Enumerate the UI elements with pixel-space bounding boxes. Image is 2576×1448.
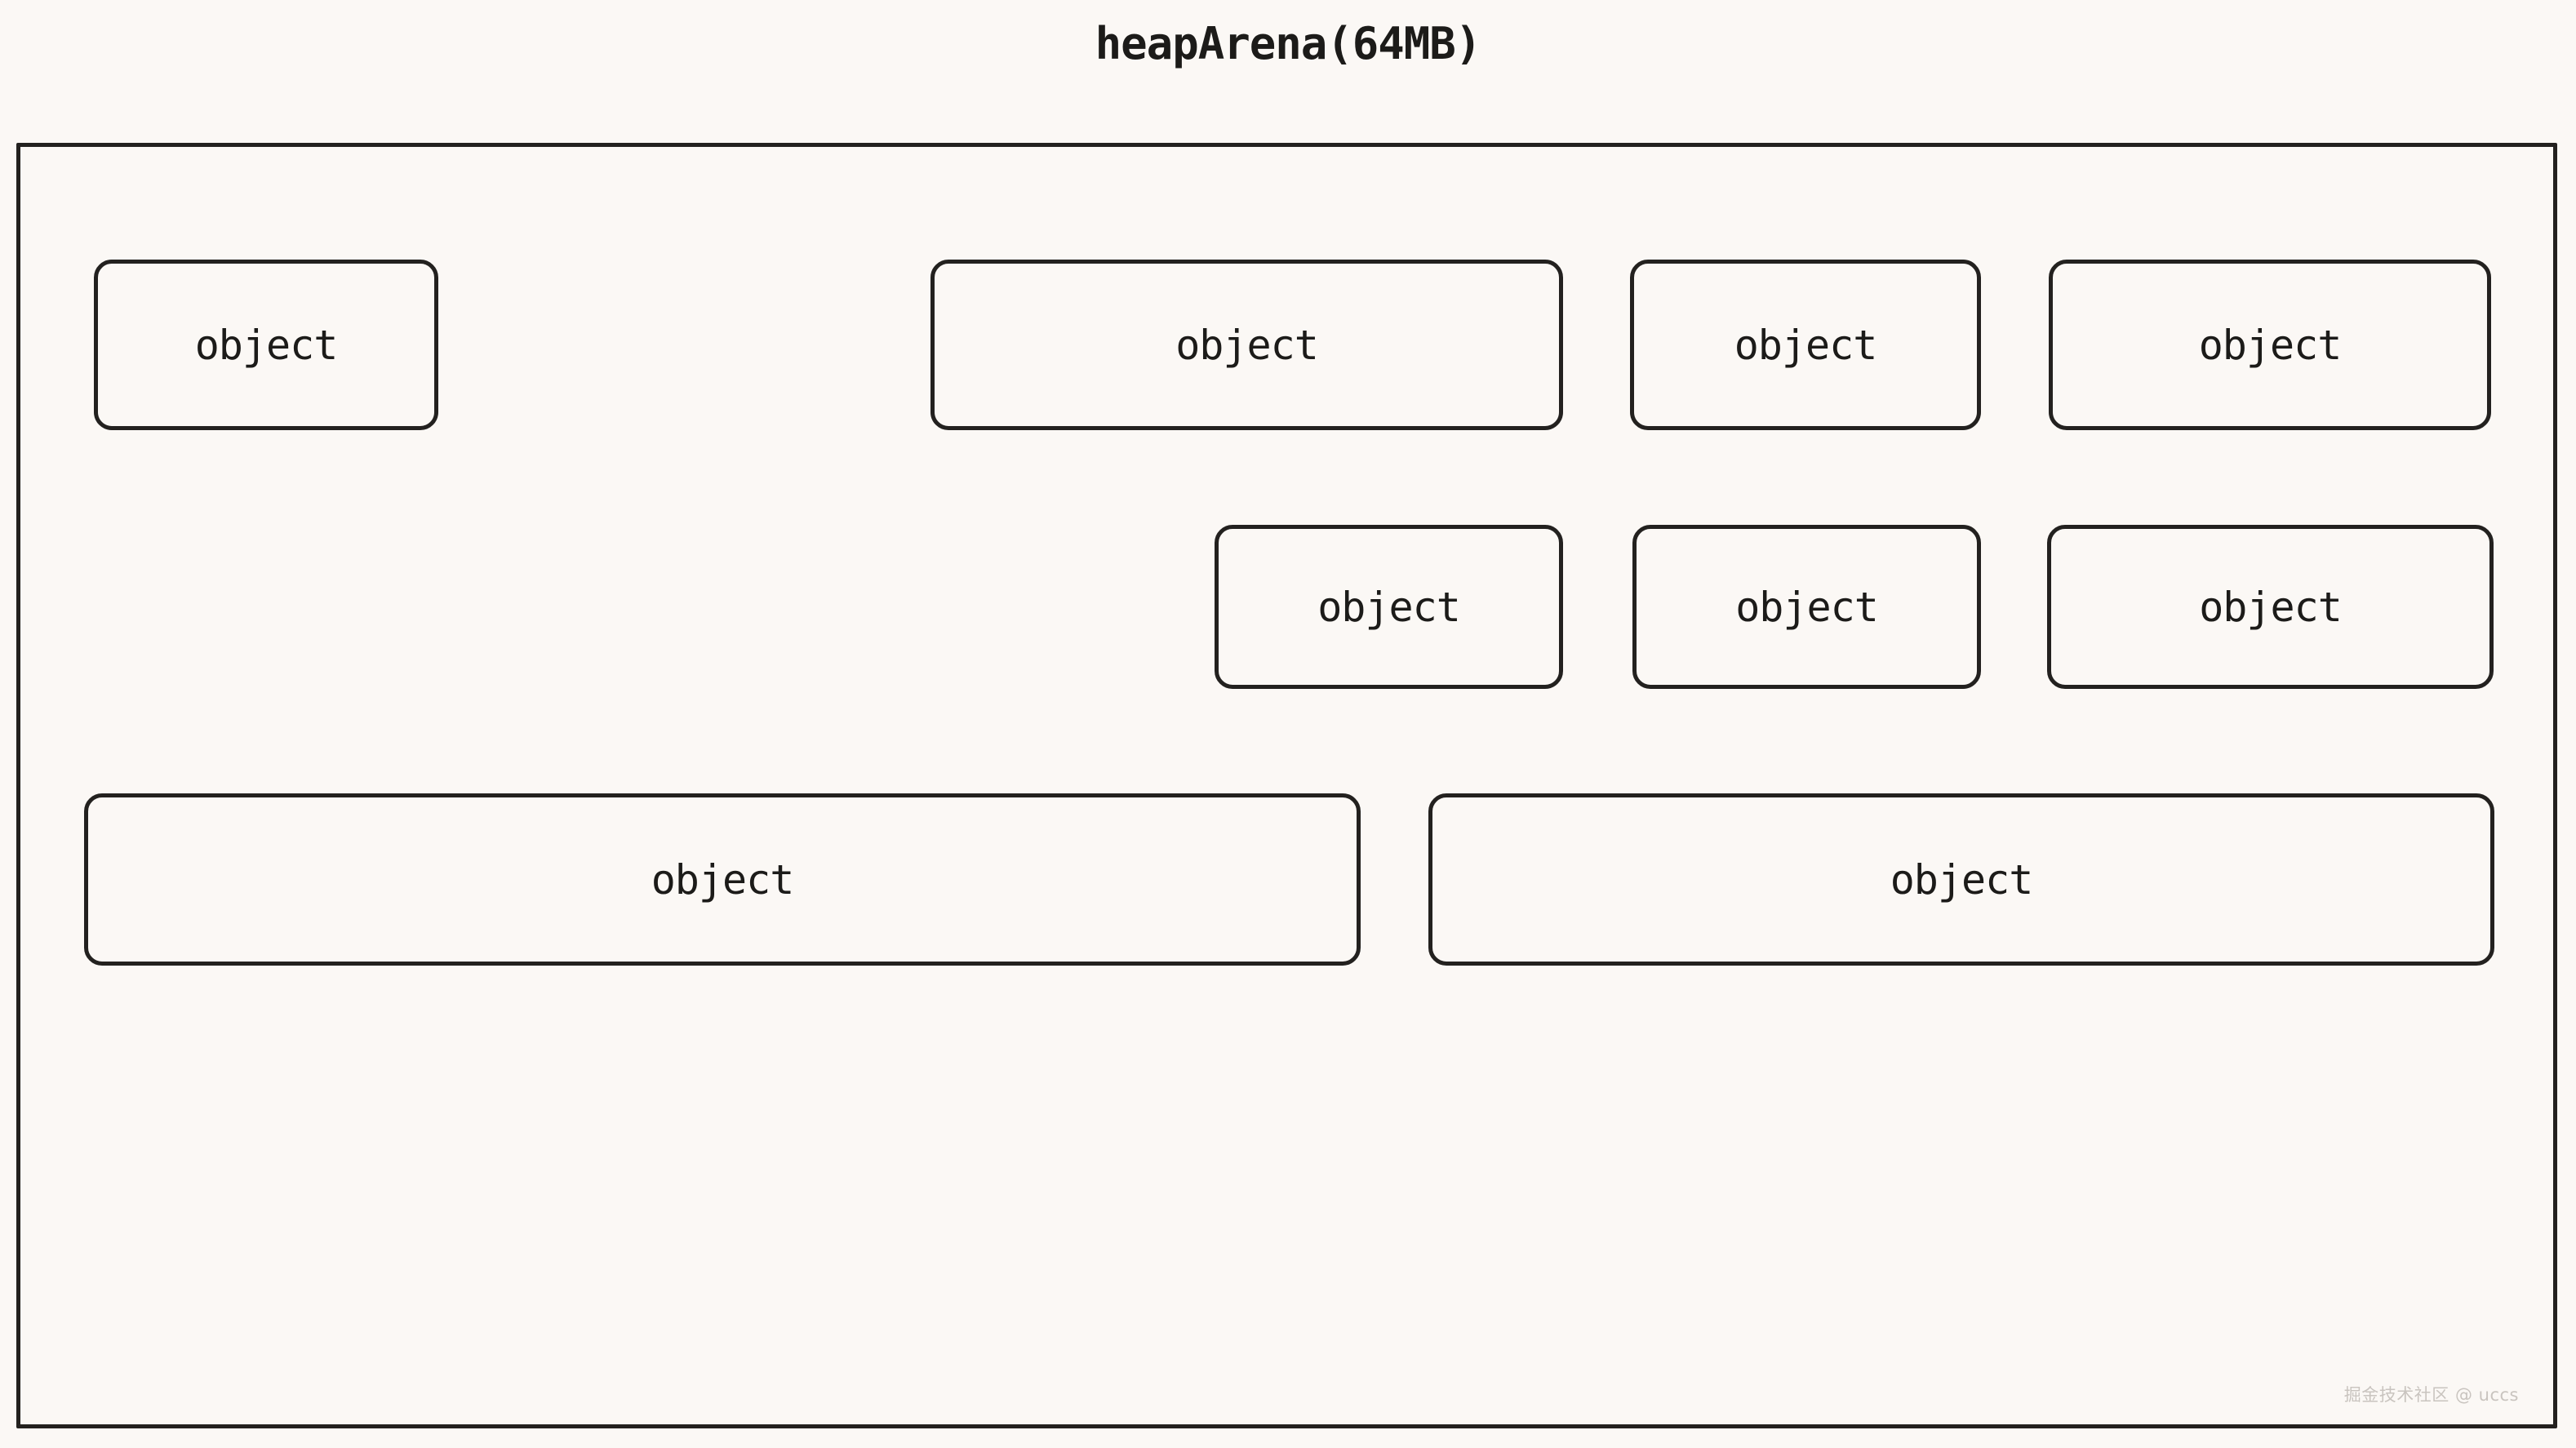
- heap-arena-container: object object object object object object obje…: [16, 143, 2557, 1428]
- object-box-label: object: [1175, 321, 1319, 369]
- object-box-label: object: [1734, 321, 1878, 369]
- object-box-label: object: [1317, 583, 1461, 631]
- object-box[interactable]: object: [930, 260, 1563, 430]
- object-box[interactable]: object: [94, 260, 438, 430]
- object-box-label: object: [2198, 321, 2343, 369]
- object-box[interactable]: object: [1428, 793, 2494, 966]
- object-box[interactable]: object: [1630, 260, 1981, 430]
- object-box[interactable]: object: [84, 793, 1361, 966]
- page-title: heapArena(64MB): [1095, 18, 1482, 69]
- watermark-text: 掘金技术社区 @ uccs: [2343, 1385, 2519, 1405]
- object-box-label: object: [1735, 583, 1879, 631]
- object-box-label: object: [194, 321, 339, 369]
- object-box[interactable]: object: [1632, 525, 1981, 689]
- object-box[interactable]: object: [2047, 525, 2494, 689]
- object-box-label: object: [651, 855, 795, 904]
- object-box[interactable]: object: [2049, 260, 2491, 430]
- object-box-label: object: [1890, 855, 2034, 904]
- object-box[interactable]: object: [1215, 525, 1563, 689]
- object-box-label: object: [2199, 583, 2343, 631]
